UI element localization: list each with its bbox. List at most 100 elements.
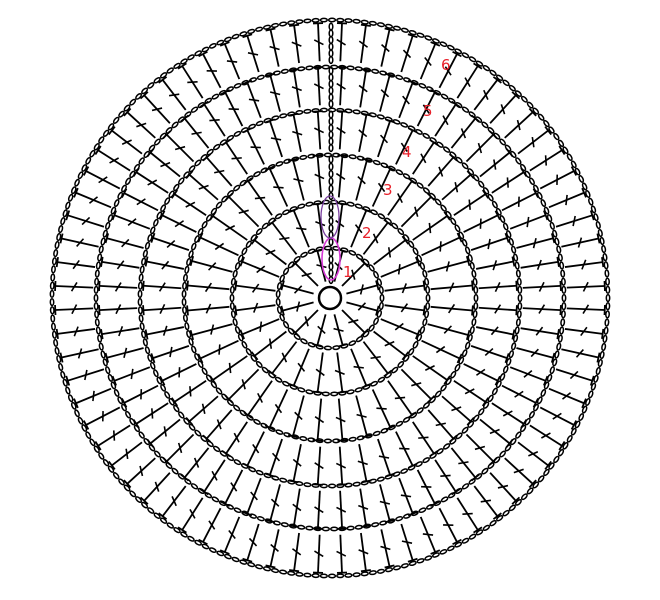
round-5-post-slash-icon bbox=[116, 260, 125, 270]
chain-stitch-icon bbox=[604, 269, 610, 278]
chain-stitch-icon bbox=[297, 387, 306, 393]
round-6-post-top-icon bbox=[177, 526, 187, 534]
chain-stitch-icon bbox=[305, 65, 314, 71]
round-5-post-slash-icon bbox=[114, 282, 122, 292]
round-2-post-slash-icon bbox=[253, 302, 259, 313]
chain-stitch-icon bbox=[54, 346, 60, 356]
round-6-post-top-icon bbox=[492, 76, 502, 84]
round-4-post-top-icon bbox=[264, 472, 275, 478]
chain-stitch-icon bbox=[450, 370, 457, 379]
chain-stitch-icon bbox=[197, 360, 204, 369]
chain-stitch-icon bbox=[552, 358, 558, 367]
round-3-post-slash-icon bbox=[293, 178, 304, 183]
round-6-post-slash-icon bbox=[77, 348, 83, 359]
chain-stitch-icon bbox=[585, 398, 591, 406]
round-1-post-top-icon bbox=[375, 280, 380, 291]
chain-stitch-icon bbox=[254, 26, 264, 32]
round-4-post-top-icon bbox=[494, 210, 501, 221]
chain-stitch-icon bbox=[107, 123, 115, 131]
chain-stitch-icon bbox=[482, 524, 491, 531]
chain-stitch-icon bbox=[352, 109, 361, 115]
round-1-turning-chain-icon bbox=[328, 248, 334, 257]
chain-stitch-icon bbox=[348, 154, 357, 160]
round-4-post-top-icon bbox=[504, 232, 510, 243]
round-4-post-slash-icon bbox=[357, 460, 368, 466]
round-6-post-top-icon bbox=[73, 187, 79, 198]
round-6-post-top-icon bbox=[492, 512, 502, 520]
chain-stitch-icon bbox=[123, 104, 131, 112]
chain-stitch-icon bbox=[499, 450, 506, 458]
round-5-post-slash-icon bbox=[458, 461, 469, 465]
round-5-post-top-icon bbox=[132, 167, 140, 177]
chain-stitch-icon bbox=[559, 326, 565, 335]
round-4-post-slash-icon bbox=[231, 157, 242, 160]
chain-stitch-icon bbox=[281, 209, 290, 216]
chain-stitch-icon bbox=[182, 281, 187, 291]
chain-stitch-icon bbox=[102, 129, 110, 137]
round-4-post-slash-icon bbox=[378, 455, 390, 459]
round-4-post-slash-icon bbox=[479, 218, 482, 229]
chain-stitch-icon bbox=[560, 318, 566, 327]
chain-stitch-icon bbox=[194, 429, 202, 437]
round-1-post-top-icon bbox=[360, 259, 369, 268]
round-2-post-slash-icon bbox=[281, 352, 288, 363]
chain-stitch-icon bbox=[330, 391, 339, 397]
round-3-post-slash-icon bbox=[397, 193, 403, 204]
round-4-post-slash-icon bbox=[420, 153, 427, 164]
chain-stitch-icon bbox=[160, 204, 167, 212]
round-6-post-slash-icon bbox=[358, 549, 369, 555]
chain-stitch-icon bbox=[153, 369, 159, 378]
round-3-post-top-icon bbox=[189, 255, 195, 267]
round-6-post-slash-icon bbox=[424, 56, 432, 67]
chain-stitch-icon bbox=[51, 322, 56, 331]
chain-stitch-icon bbox=[178, 177, 185, 185]
chain-stitch-icon bbox=[178, 411, 185, 419]
round-4-post-top-icon bbox=[142, 305, 145, 316]
chain-stitch-icon bbox=[321, 64, 331, 70]
round-4-post-top-icon bbox=[361, 479, 372, 484]
chain-stitch-icon bbox=[517, 301, 523, 311]
round-6-post-slash-icon bbox=[121, 139, 132, 145]
round-4-post-top-icon bbox=[385, 472, 396, 478]
chain-stitch-icon bbox=[142, 249, 148, 258]
chain-stitch-icon bbox=[348, 340, 357, 347]
round-5-post-top-icon bbox=[361, 524, 372, 528]
chain-stitch-icon bbox=[60, 370, 66, 379]
chain-stitch-icon bbox=[173, 62, 181, 69]
round-5-post-top-icon bbox=[146, 148, 155, 158]
chain-stitch-icon bbox=[233, 130, 242, 137]
round-5-post-top-icon bbox=[543, 210, 549, 221]
chain-stitch-icon bbox=[515, 318, 521, 327]
chain-stitch-icon bbox=[416, 182, 424, 189]
round-3-post-slash-icon bbox=[274, 403, 283, 414]
round-3-post-slash-icon bbox=[376, 407, 387, 410]
round-3-post-top-icon bbox=[385, 165, 396, 172]
chain-stitch-icon bbox=[118, 478, 125, 486]
round-6-post-slash-icon bbox=[540, 432, 551, 439]
round-3-post-slash-icon bbox=[241, 379, 246, 390]
chain-stitch-icon bbox=[295, 109, 304, 115]
round-3-post-top-icon bbox=[186, 305, 189, 316]
round-4-post-top-icon bbox=[150, 232, 156, 243]
chain-stitch-icon bbox=[100, 350, 106, 359]
chain-stitch-icon bbox=[454, 541, 463, 548]
round-2-post-top-icon bbox=[239, 256, 245, 267]
round-5-label: 5 bbox=[423, 102, 433, 120]
round-6-post-top-icon bbox=[177, 62, 187, 70]
round-5-post-top-icon bbox=[104, 233, 110, 244]
round-6-post-slash-icon bbox=[247, 52, 259, 56]
chain-stitch-icon bbox=[543, 119, 550, 128]
round-2-post-slash-icon bbox=[400, 303, 409, 313]
chain-stitch-icon bbox=[378, 285, 384, 295]
round-4-post-top-icon bbox=[481, 397, 490, 407]
round-5-post-top-icon bbox=[361, 68, 372, 72]
chain-stitch-icon bbox=[377, 213, 386, 220]
chain-stitch-icon bbox=[344, 572, 353, 578]
chain-stitch-icon bbox=[408, 560, 417, 567]
round-4-post-top-icon bbox=[466, 170, 475, 180]
round-4-post-top-icon bbox=[337, 110, 348, 113]
chain-stitch-icon bbox=[93, 445, 100, 453]
round-3-post-slash-icon bbox=[357, 176, 366, 185]
round-6-post-slash-icon bbox=[565, 194, 568, 206]
round-4-post-slash-icon bbox=[178, 367, 181, 378]
